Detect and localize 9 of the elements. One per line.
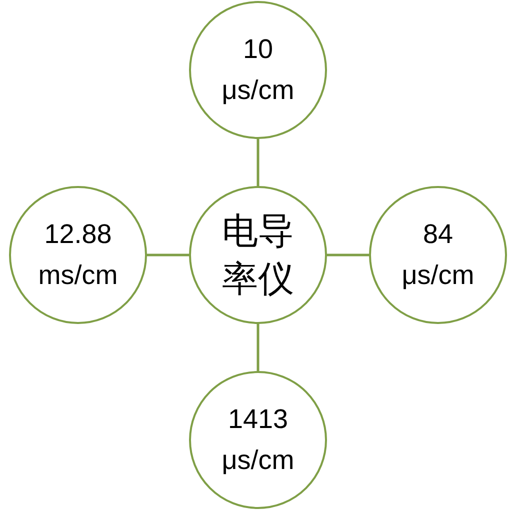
connector-line xyxy=(256,139,260,186)
connector-line xyxy=(256,324,260,371)
instrument-label: 电导率仪 xyxy=(221,209,295,301)
connector-line xyxy=(147,254,189,256)
value-label: 84 μs/cm xyxy=(400,218,476,292)
value-label: 12.88 ms/cm xyxy=(37,218,119,292)
connector-line xyxy=(327,254,369,256)
value-label: 1413 μs/cm xyxy=(220,403,296,477)
value-label: 10 μs/cm xyxy=(220,33,296,107)
